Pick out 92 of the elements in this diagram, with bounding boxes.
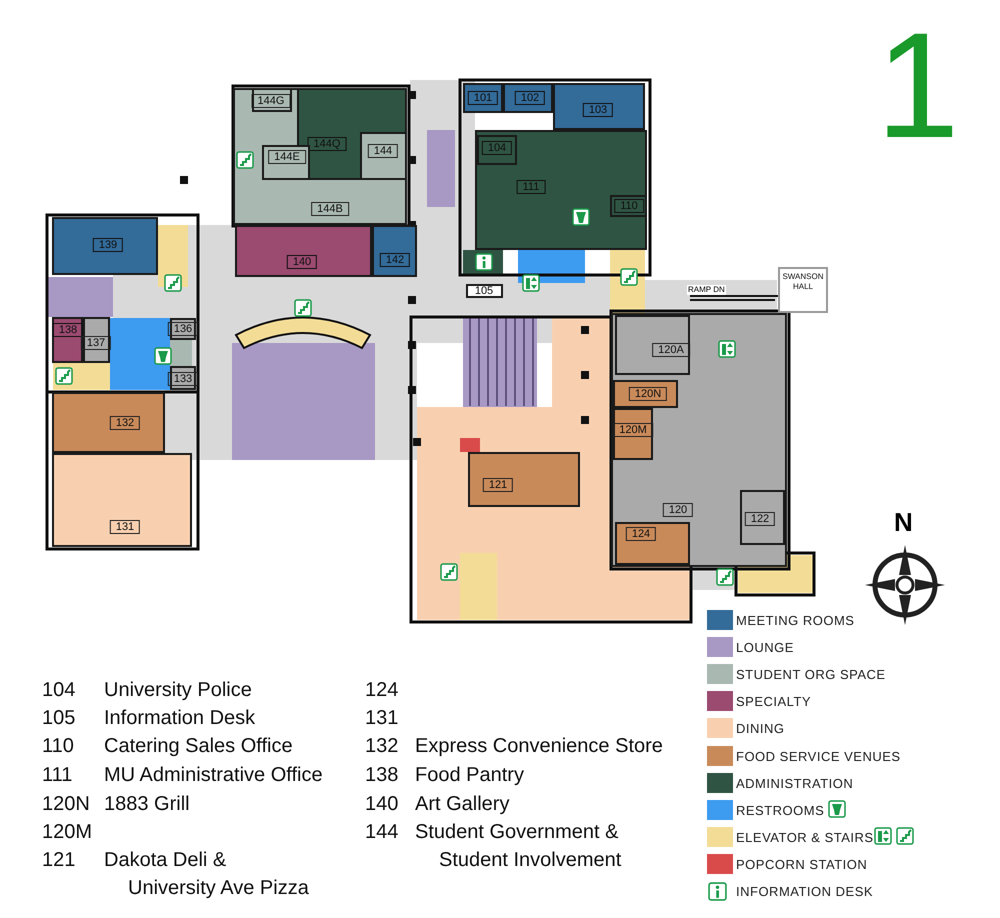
room-number: 136	[168, 322, 198, 336]
room-area	[372, 225, 417, 277]
room-number: 132	[110, 416, 140, 430]
room-number: 103	[582, 103, 614, 117]
room-number: 144B	[311, 202, 349, 216]
legend-label: ADMINISTRATION	[736, 776, 854, 791]
legend-label: FOOD SERVICE VENUES	[736, 748, 901, 764]
legend-label: ELEVATOR & STAIRS	[736, 830, 874, 845]
room-number: 122	[744, 512, 776, 526]
room-number: 131	[365, 706, 398, 731]
room-number: 121	[42, 848, 76, 873]
room-number: 101	[468, 91, 498, 105]
room-number: 142	[380, 253, 410, 267]
room-area	[477, 135, 517, 165]
legend-label: MEETING ROOMS	[736, 613, 854, 628]
room-number: 144E	[268, 150, 306, 164]
room-name: Information Desk	[104, 706, 256, 731]
room-number: 137	[80, 336, 112, 350]
room-number: 104	[482, 141, 512, 155]
room-number: 102	[514, 91, 546, 105]
room-name: 1883 Grill	[104, 792, 190, 817]
room-area	[475, 130, 647, 250]
room-number: 131	[110, 520, 140, 534]
room-number: 120N	[628, 387, 668, 401]
room-area	[52, 217, 158, 275]
room-number: 124	[365, 678, 398, 703]
room-number: 120N	[42, 792, 90, 817]
room-number: 124	[626, 527, 656, 541]
room-area	[611, 313, 787, 567]
room-number: 144	[368, 144, 398, 158]
compass-north-label: N	[894, 508, 913, 536]
room-number: 140	[286, 255, 318, 269]
room-number: 105	[42, 706, 76, 731]
room-number: 120M	[42, 820, 92, 845]
legend-label: DINING	[736, 721, 784, 736]
room-area	[740, 490, 785, 545]
room-number: 120M	[613, 423, 653, 437]
room-number: 104	[42, 678, 76, 703]
room-area	[613, 380, 678, 408]
room-area	[52, 317, 83, 363]
legend-label: INFORMATION DESK	[736, 884, 874, 899]
room-number: 110	[42, 734, 74, 759]
room-name: Dakota Deli & University Ave Pizza	[104, 848, 310, 901]
room-area	[468, 452, 580, 507]
room-area	[463, 83, 503, 113]
floor-number: 1	[876, 10, 960, 160]
room-number: 132	[365, 734, 398, 759]
room-name: Art Gallery	[415, 792, 510, 817]
room-number: 110	[614, 199, 644, 213]
room-number: 144G	[252, 94, 290, 108]
room-area	[360, 132, 407, 180]
room-area	[615, 315, 690, 375]
room-area	[262, 145, 310, 180]
room-area	[233, 88, 407, 225]
room-number: 139	[92, 238, 124, 252]
legend-label: RESTROOMS	[736, 802, 824, 818]
room-name: University Police	[104, 678, 252, 703]
room-area	[615, 522, 690, 565]
room-area	[610, 195, 647, 217]
legend-label: STUDENT ORG SPACE	[736, 667, 886, 682]
room-area	[235, 225, 372, 277]
room-number: 144	[365, 820, 398, 845]
room-name: Catering Sales Office	[104, 734, 293, 759]
room-area	[52, 392, 165, 453]
room-area	[613, 408, 653, 460]
room-number: 121	[482, 478, 514, 492]
room-area	[170, 318, 196, 340]
room-name: MU Administrative Office	[104, 763, 323, 788]
room-area	[170, 366, 196, 390]
room-area	[83, 317, 110, 363]
room-number: 120	[662, 503, 694, 517]
room-area	[252, 88, 292, 112]
room-number-box	[466, 284, 503, 298]
legend-label: LOUNGE	[736, 640, 794, 656]
ramp-label: RAMP DN	[687, 285, 726, 295]
room-number: 120A	[652, 343, 690, 357]
building-name: SWANSON HALL	[781, 272, 825, 292]
room-number: 111	[516, 180, 546, 194]
room-number: 138	[365, 763, 398, 788]
room-area	[553, 83, 645, 130]
building-outline	[778, 267, 828, 313]
room-name: Food Pantry	[415, 763, 524, 788]
room-area	[52, 453, 192, 547]
legend-label: POPCORN STATION	[736, 856, 868, 872]
legend-label: SPECIALTY	[736, 694, 812, 710]
room-number: 133	[168, 372, 198, 386]
room-number: 111	[42, 763, 72, 788]
room-name: Student Government & Student Involvement	[415, 820, 622, 873]
room-area	[503, 83, 553, 113]
room-number: 105	[474, 285, 494, 297]
room-number: 140	[365, 792, 398, 817]
room-name: Express Convenience Store	[415, 734, 663, 759]
